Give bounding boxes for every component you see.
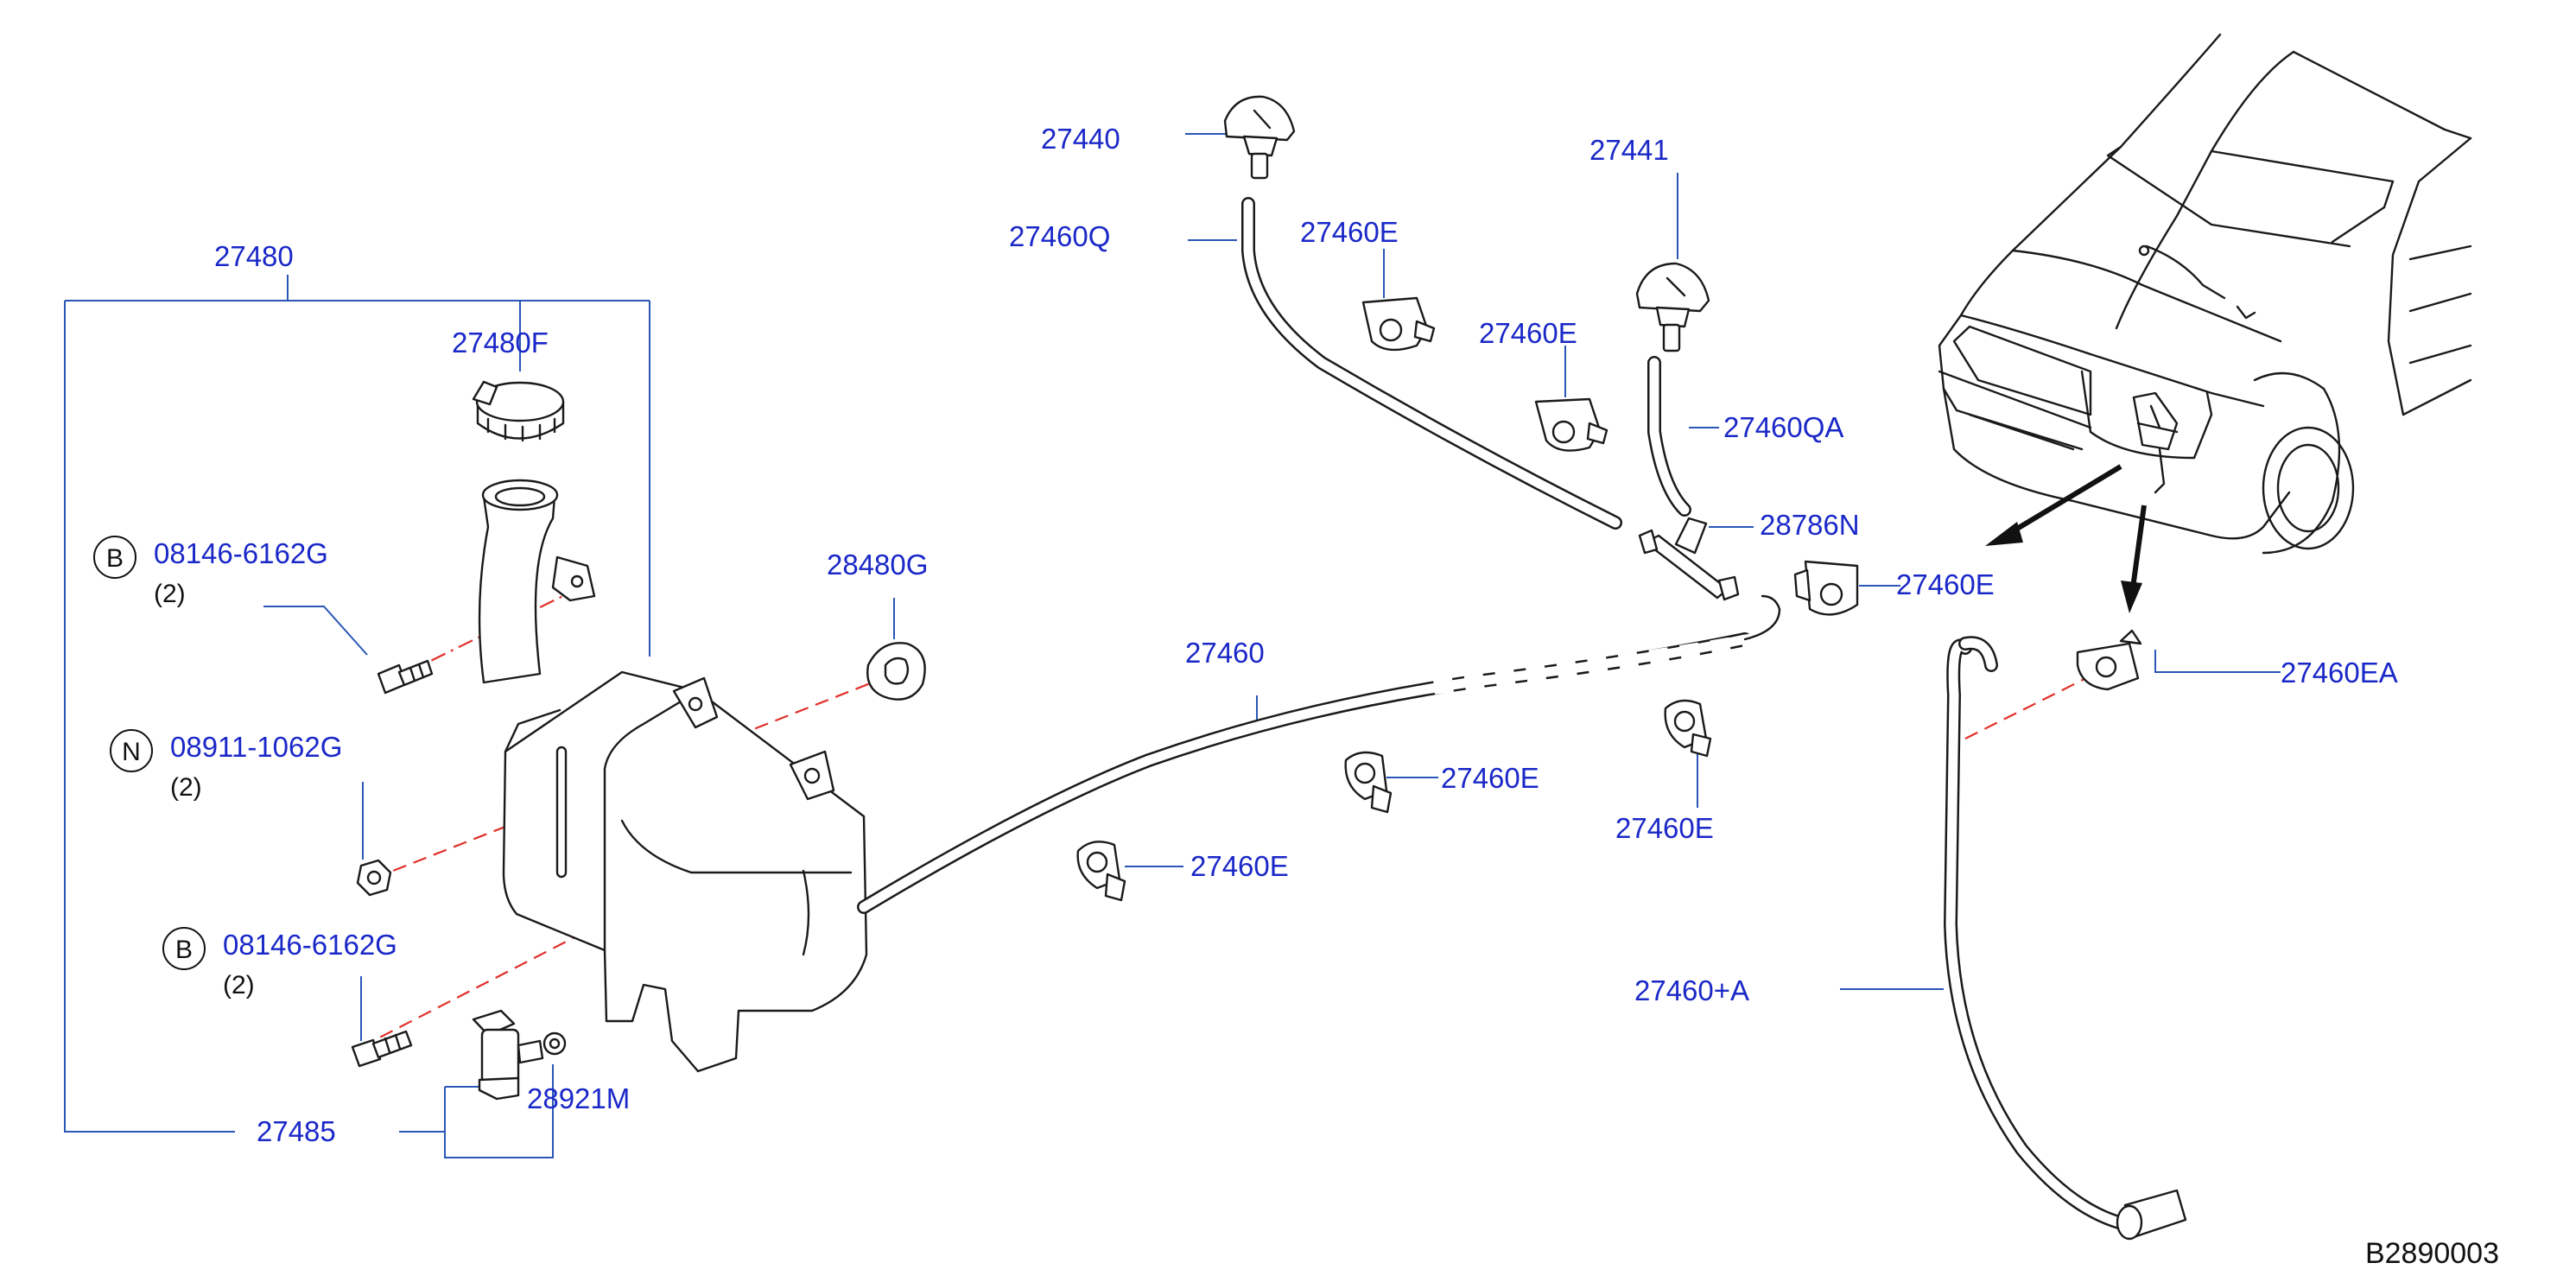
label-08911-qty: (2) [170,773,202,802]
clip-1 [1361,296,1436,352]
label-27460E-6: 27460E [1615,812,1714,844]
symbol-n-mid: N [110,729,153,772]
clip-6 [1664,699,1712,758]
label-27441: 27441 [1589,134,1669,166]
washer-pump [472,1009,567,1101]
label-27460: 27460 [1185,637,1265,669]
label-08146-top-qty: (2) [154,580,186,608]
washer-tank [478,479,868,1073]
label-27460E-3: 27460E [1896,568,1995,600]
label-27440: 27440 [1041,123,1120,155]
nozzle-27440 [1223,95,1296,180]
label-27460E-2: 27460E [1479,317,1577,349]
label-27460QA: 27460QA [1723,411,1843,443]
label-08911: 08911-1062G [170,731,342,763]
clip-4 [1344,751,1393,814]
part-labels: 27480 27480F 08146-6162G (2) 08911-1062G… [154,123,2499,1270]
nut [356,859,392,897]
label-08146-bot-qty: (2) [223,971,255,1000]
label-28921M: 28921M [527,1082,630,1114]
clip-3 [1793,560,1859,616]
grommet [866,642,926,701]
symbol-b-top: B [93,536,136,579]
svg-text:B: B [106,544,124,573]
label-27480: 27480 [214,240,294,272]
vehicle-outline [1938,33,2472,555]
bolt-bottom [351,1030,413,1068]
nozzle-27441 [1635,262,1710,352]
tank-cap [472,380,565,442]
t-connector [1638,517,1740,601]
label-08146-bot: 08146-6162G [223,929,397,961]
label-27460E-4: 27460E [1441,762,1539,794]
label-27460EA: 27460EA [2281,657,2398,689]
label-27480F: 27480F [452,327,549,359]
symbol-b-bot: B [162,927,206,970]
direction-arrows [1985,464,2147,613]
diagram-reference-code: B2890003 [2365,1237,2499,1270]
hoses [857,197,2145,1234]
clip-5 [1076,841,1126,902]
bolt-top [377,659,434,695]
clip-ea [2076,629,2142,691]
label-08146-top: 08146-6162G [154,537,328,569]
label-27485: 27485 [257,1115,336,1147]
clip-2 [1534,397,1608,452]
label-28786N: 28786N [1760,509,1860,541]
svg-text:N: N [122,738,141,766]
label-27460Q: 27460Q [1009,220,1110,252]
leader-lines [64,133,2281,1158]
label-28480G: 28480G [827,549,928,581]
label-27460E-5: 27460E [1190,850,1289,882]
hose-end [2116,1189,2187,1241]
svg-text:B: B [175,936,193,964]
label-27460E-1: 27460E [1300,216,1399,248]
label-27460A: 27460+A [1634,974,1749,1006]
